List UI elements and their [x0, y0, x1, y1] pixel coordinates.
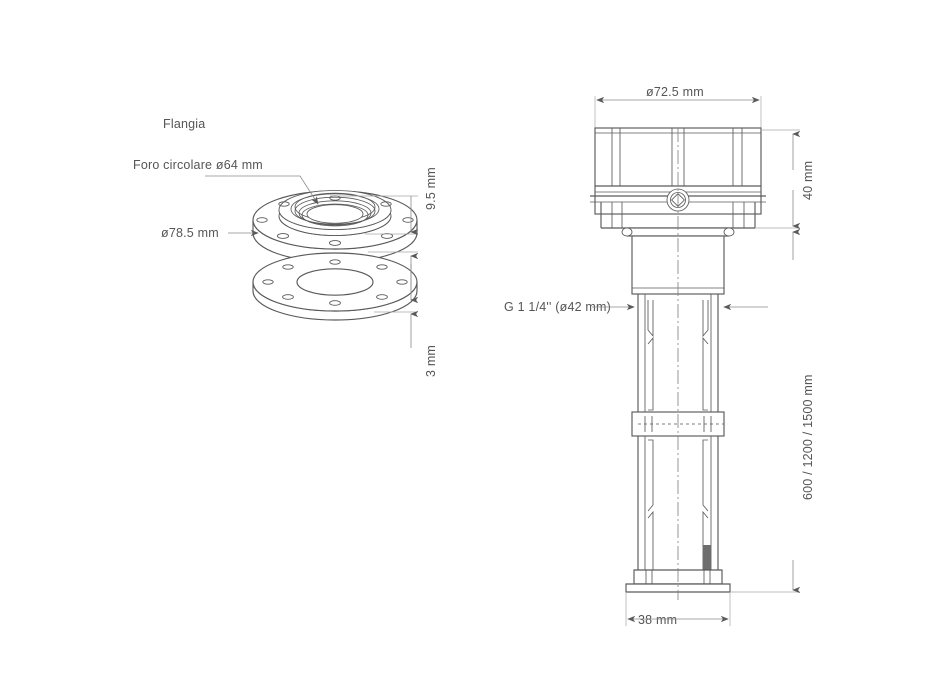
hole-leader-line [205, 175, 319, 205]
height-dimension-lines [730, 129, 801, 594]
hole-label: Foro circolare ø64 mm [133, 158, 263, 172]
flange-upper-body [252, 190, 418, 263]
head-diameter-dimension [594, 96, 762, 128]
thread-label: G 1 1/4'' (ø42 mm) [504, 300, 612, 314]
flange-title: Flangia [163, 117, 206, 131]
flange-gasket-ring [252, 252, 418, 321]
tube-diameter-dimension [625, 592, 731, 626]
head-diameter-label: ø72.5 mm [646, 85, 704, 99]
outer-diameter-label: ø78.5 mm [161, 226, 219, 240]
flange-dimension-lines [330, 195, 419, 348]
